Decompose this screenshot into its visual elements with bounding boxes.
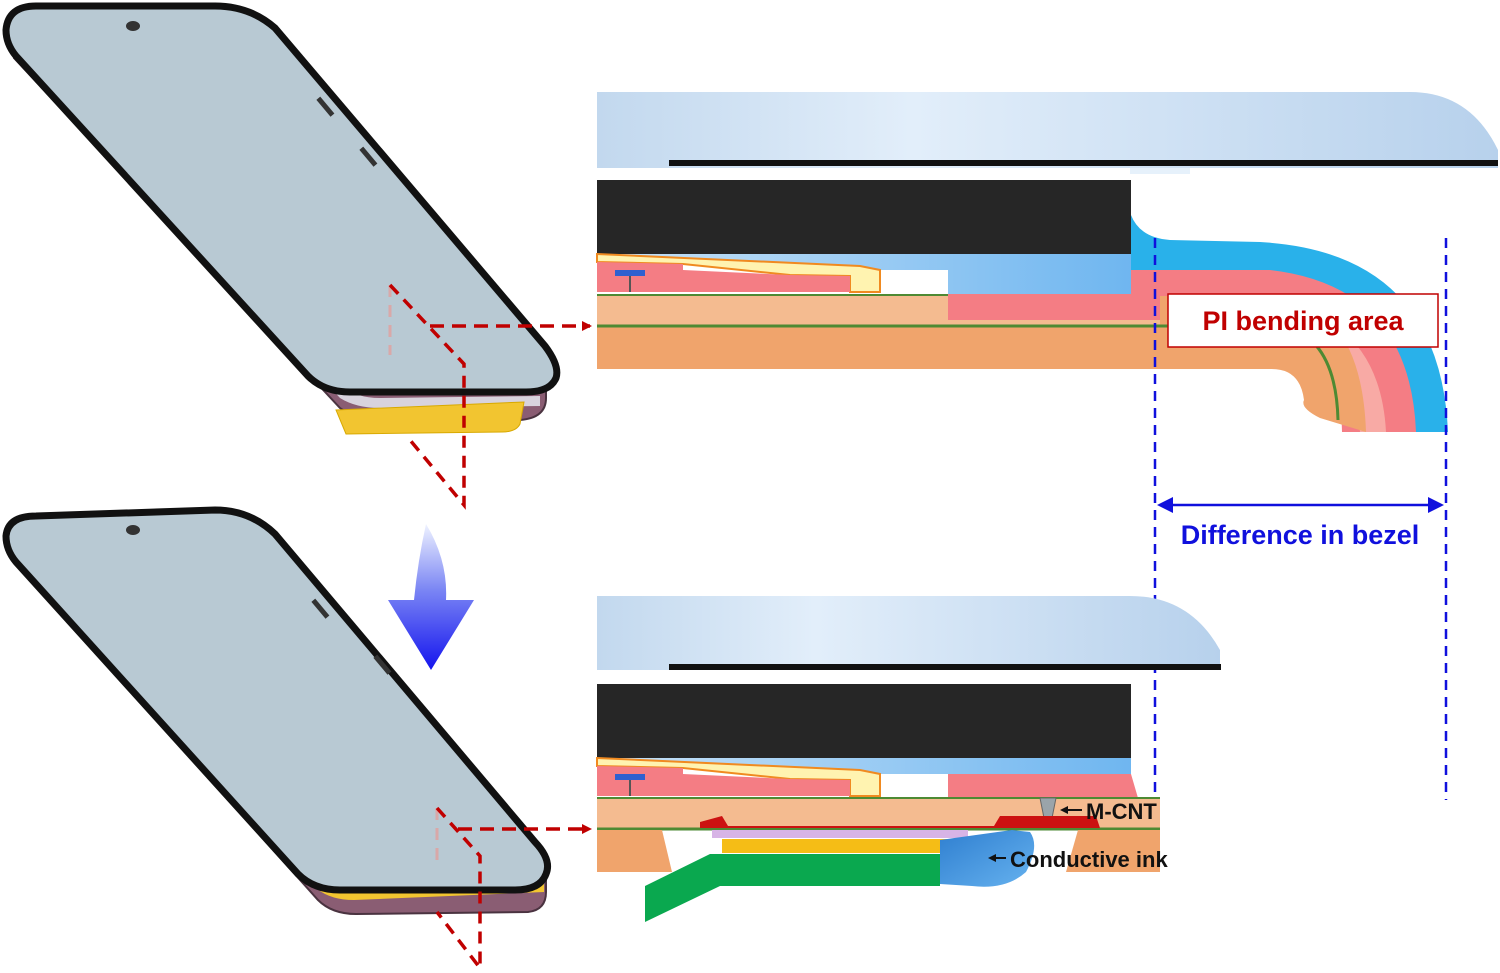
side-button [311,598,330,619]
m-cnt-label: M-CNT [1086,799,1157,824]
phone-top-screen [2,2,561,396]
arrow-left-icon [1060,806,1068,814]
phone-top [2,2,561,435]
arrow-left-icon [1157,497,1173,513]
bezel-dimension: Difference in bezel [1153,238,1448,800]
black-layer [597,180,1131,254]
cyan-bend-layer [1131,215,1448,432]
red-conductor [700,816,1100,828]
tft-pink-layer [597,262,850,292]
phone-bottom-screen [2,506,552,894]
camera-icon [126,21,140,31]
pi-substrate-lower-right [1066,830,1160,872]
cover-glass [597,596,1220,670]
pi-bending-area-label: PI bending area [1202,306,1404,336]
difference-in-bezel-label: Difference in bezel [1181,520,1420,550]
side-button [373,654,392,675]
black-layer [597,684,1131,758]
camera-icon [126,525,140,535]
phone-bottom [2,506,552,916]
black-frame-line [669,664,1221,670]
conductive-ink-label: Conductive ink [1010,847,1168,872]
arrow-left-icon [988,854,996,862]
cover-glass [597,92,1498,168]
arrow-right-icon [1428,497,1444,513]
tft-pink-layer [597,766,850,796]
conductive-ink [940,830,1035,887]
green-fpcb [645,854,940,922]
section-plane-icon [435,806,592,973]
phone-top-gold-module [335,401,525,435]
pi-substrate-lower-left [597,830,672,872]
glass-underside [1130,168,1190,174]
cross-section-top: PI bending area [596,92,1498,432]
down-arrow-icon [388,524,474,670]
black-frame-line [669,160,1498,166]
lavender-layer [712,830,968,838]
pi-bending-area-box [1167,293,1439,348]
pink-layer [948,774,1138,798]
gold-layer [722,839,966,853]
tft-transistor [615,774,645,780]
side-button [359,146,378,167]
section-plane-icon [388,283,592,510]
side-button [316,96,335,117]
cross-section-bottom: M-CNT Conductive ink [596,596,1221,922]
tft-transistor [615,270,645,276]
